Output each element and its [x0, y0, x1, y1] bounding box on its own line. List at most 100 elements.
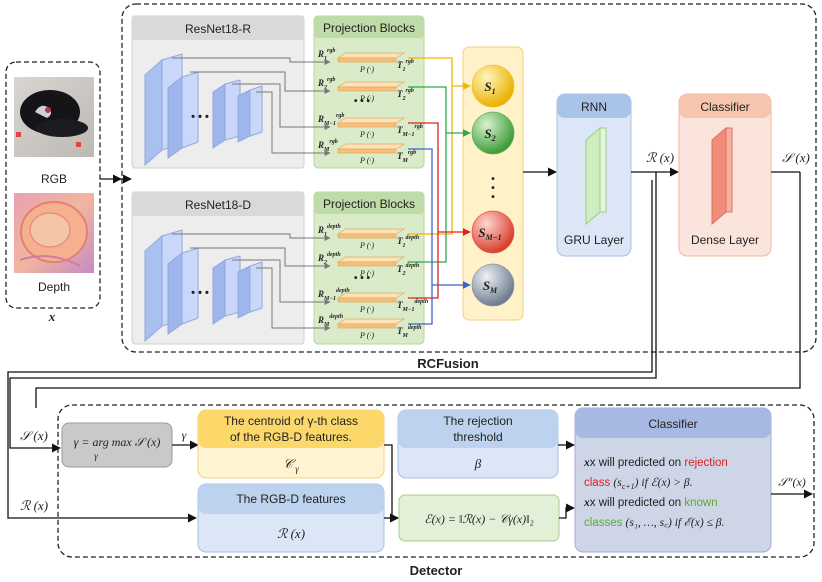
projection-plate-top	[336, 117, 406, 124]
p-operator-label: P (·)	[359, 156, 374, 165]
rgb-image	[14, 77, 94, 157]
sphere-label: SM−1	[478, 225, 501, 242]
sphere-vdot-2: •	[491, 183, 495, 194]
projection-plate	[337, 297, 397, 303]
t-feature-label: T1depth	[397, 235, 420, 249]
rnn-block: RNN GRU Layer	[556, 93, 632, 257]
resnet-d-title: ResNet18-D	[185, 198, 251, 212]
argmax-block: γ = arg max 𝒮 (x) γ	[61, 422, 173, 468]
final-line2: class (sc+1) if ℰ(x) > β.	[584, 477, 693, 491]
p-operator-label: P (·)	[359, 331, 374, 340]
detector-box	[57, 404, 815, 558]
projection-plate-top	[336, 292, 406, 299]
fusion-sphere: SM−1	[471, 210, 515, 254]
classifier-output-label: 𝒮 (x)	[782, 150, 810, 165]
threshold-line1: The rejection	[443, 414, 512, 428]
projection-plate	[337, 57, 397, 63]
final-output-label: 𝒮″(x)	[778, 475, 806, 489]
rcfusion-label: RCFusion	[417, 356, 478, 371]
resnet-r-block: ResNet18-R • • •	[131, 15, 305, 169]
p-operator-label: P (·)	[359, 65, 374, 74]
projection-plate-top	[336, 81, 406, 88]
depth-image	[14, 193, 94, 273]
t-feature-label: T2depth	[397, 263, 420, 277]
threshold-line2: threshold	[453, 430, 502, 444]
projection-plate-top	[336, 52, 406, 59]
centroid-line1: The centroid of γ-th class	[224, 414, 358, 428]
error-block: ℰ(x) = ‖ℛ(x) − 𝒞γ(x)‖₂	[398, 494, 560, 542]
t-feature-label: TM−1depth	[397, 299, 429, 313]
p-operator-label: P (·)	[359, 241, 374, 250]
projection-plate	[337, 233, 397, 239]
centroid-sub: γ	[295, 464, 299, 474]
projection-plate	[337, 261, 397, 267]
sphere-label: SM	[483, 278, 498, 295]
proj-depth-title: Projection Blocks	[323, 197, 415, 211]
threshold-symbol: β	[474, 456, 482, 471]
classifier-block: Classifier Dense Layer	[678, 93, 772, 257]
projection-plate	[337, 148, 397, 154]
fusion-sphere: S2	[471, 111, 515, 155]
p-operator-label: P (·)	[359, 305, 374, 314]
projection-plate	[337, 323, 397, 329]
colored-connectors	[408, 57, 471, 325]
projection-plate-top	[336, 318, 406, 325]
resnet-r-dots: • • •	[191, 111, 209, 123]
s-to-argmax-line	[9, 172, 657, 453]
projection-plate-top	[336, 228, 406, 235]
sphere-label: S1	[484, 79, 495, 96]
projection-plate	[337, 122, 397, 128]
resnet-r-layers	[144, 53, 263, 167]
sphere-label: S2	[484, 126, 495, 143]
centroid-line2: of the RGB-D features.	[230, 430, 352, 444]
t-feature-label: TM−1rgb	[397, 124, 423, 138]
t-feature-label: T2rgb	[397, 88, 414, 102]
t-feature-label: TMdepth	[397, 325, 422, 339]
input-panel: RGB Depth x	[5, 61, 101, 324]
features-title: The RGB-D features	[236, 492, 345, 506]
detector-label: Detector	[410, 563, 463, 578]
proj-depth-vdots: • • •	[354, 273, 371, 284]
p-operator-label: P (·)	[359, 94, 374, 103]
final-classifier-title: Classifier	[648, 417, 697, 431]
threshold-block: The rejection threshold β	[397, 409, 559, 479]
sphere-vdot-1: •	[491, 174, 495, 185]
classifier-title: Classifier	[700, 100, 749, 114]
r-to-features-line	[7, 180, 653, 523]
argmax-formula: γ = arg max 𝒮 (x)	[74, 435, 161, 449]
proj-rgb-title: Projection Blocks	[323, 21, 415, 35]
proj-rgb-vdots: • • •	[354, 96, 371, 107]
error-formula: ℰ(x) = ‖ℛ(x) − 𝒞γ(x)‖₂	[424, 512, 533, 526]
rcfusion-box	[121, 3, 817, 353]
resnet-d-layers	[144, 229, 263, 343]
rnn-layer-label: GRU Layer	[564, 233, 624, 247]
projection-plate-top	[336, 143, 406, 150]
t-feature-label: TMrgb	[397, 150, 416, 164]
t-feature-label: T1rgb	[397, 59, 414, 73]
fusion-column	[462, 46, 524, 321]
detector-r-input-label: ℛ (x)	[20, 498, 48, 513]
p-operator-label: P (·)	[359, 269, 374, 278]
fusion-sphere: S1	[471, 64, 515, 108]
rnn-title: RNN	[581, 100, 607, 114]
error-to-classifier-arrow	[559, 503, 575, 519]
features-symbol: ℛ (x)	[277, 526, 305, 541]
resnet-to-projection-arrows	[172, 57, 331, 331]
s-feedback-line	[35, 172, 801, 408]
p-operator-label: P (·)	[359, 130, 374, 139]
centroid-block: The centroid of γ-th class of the RGB-D …	[197, 409, 385, 479]
classifier-layer-label: Dense Layer	[691, 233, 759, 247]
fusion-sphere: SM	[471, 263, 515, 307]
projection-plate	[337, 86, 397, 92]
detector-s-input-label: 𝒮 (x)	[20, 428, 48, 443]
final-classifier-block: Classifier xx will predicted on rejectio…	[574, 407, 772, 553]
centroid-to-error-arrow	[384, 444, 399, 523]
final-line4: classes (s₁, …, s꜀) if ℰ(x) ≤ β.	[584, 517, 724, 529]
